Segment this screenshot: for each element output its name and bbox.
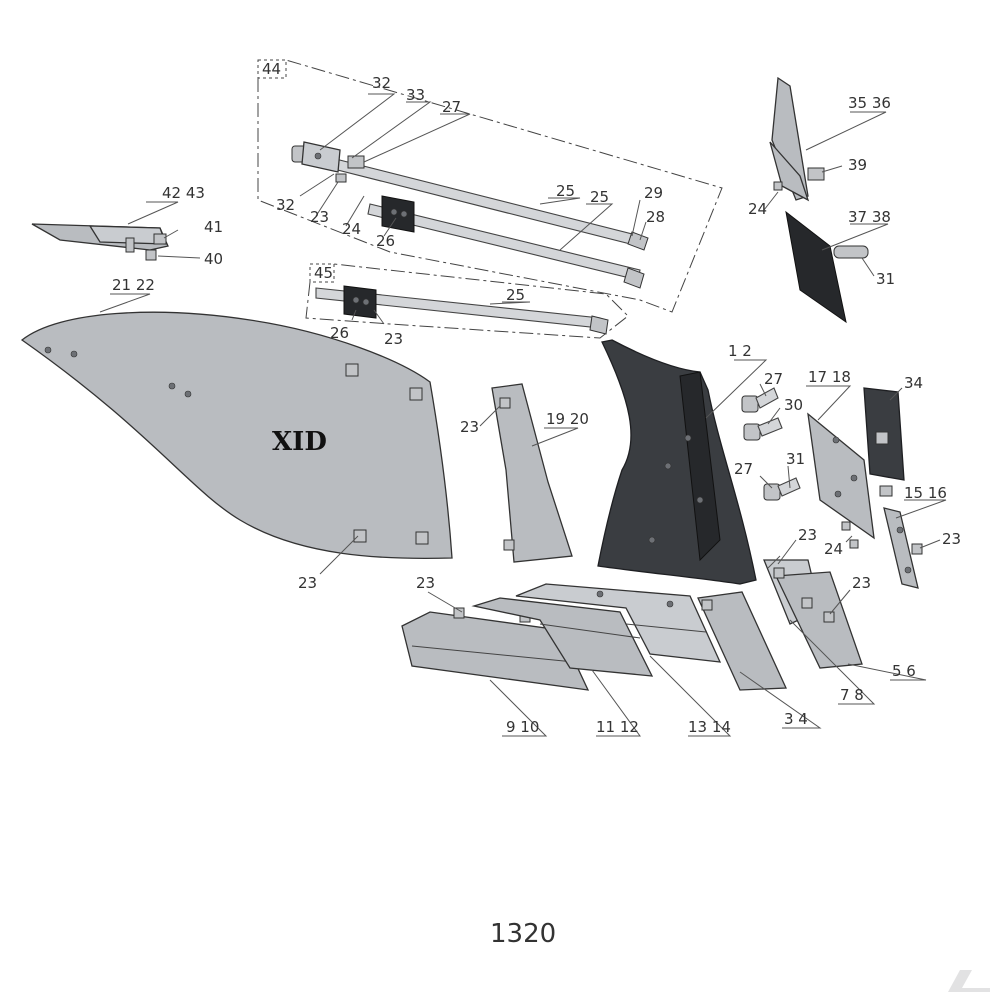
callout-39: 39	[848, 156, 867, 174]
callout-24: 24	[824, 540, 843, 558]
callout-25: 25	[590, 188, 609, 206]
callout-19-20: 19 20	[546, 410, 589, 428]
callout-24: 24	[342, 220, 361, 238]
mouldboard-21-22	[20, 311, 453, 560]
bolt-31-top	[833, 245, 869, 259]
callout-11-12: 11 12	[596, 718, 639, 736]
callout-28: 28	[646, 208, 665, 226]
bracket-17-18	[807, 412, 875, 540]
callout-25: 25	[506, 286, 525, 304]
tie-rod-25-lower	[315, 287, 609, 335]
callout-23: 23	[384, 330, 403, 348]
callout-26: 26	[376, 232, 395, 250]
point-5-6	[775, 571, 863, 669]
callout-32: 32	[372, 74, 391, 92]
callout-31: 31	[786, 450, 805, 468]
plate-19-20	[491, 383, 573, 563]
shin-42-43	[31, 223, 169, 261]
bolts-27-30-31	[741, 387, 923, 579]
callout-9-10: 9 10	[506, 718, 539, 736]
callout-27: 27	[734, 460, 753, 478]
callout-3-4: 3 4	[784, 710, 808, 728]
callout-15-16: 15 16	[904, 484, 947, 502]
callout-23: 23	[460, 418, 479, 436]
assembly-44-outline	[257, 59, 723, 313]
bracket-26-upper	[381, 195, 415, 233]
callout-27: 27	[764, 370, 783, 388]
callout-23: 23	[942, 530, 961, 548]
clevis-bracket-32	[301, 141, 365, 183]
tie-rod-25-middle	[367, 203, 645, 289]
leg-35-36	[769, 76, 825, 202]
leader-lines	[99, 93, 947, 737]
callout-27: 27	[442, 98, 461, 116]
share-3-4	[697, 591, 787, 691]
plate-15-16	[883, 507, 919, 589]
plate-34	[863, 387, 905, 481]
bracket-26-lower	[343, 285, 377, 319]
callout-33: 33	[406, 86, 425, 104]
callout-37-38: 37 38	[848, 208, 891, 226]
callout-34: 34	[904, 374, 923, 392]
callout-45: 45	[314, 264, 333, 282]
callout-35-36: 35 36	[848, 94, 891, 112]
assembly-45-outline	[305, 263, 629, 339]
figure-number: 1320	[490, 919, 556, 949]
tie-rod-25-upper	[291, 145, 649, 251]
callout-44: 44	[262, 60, 281, 78]
callout-13-14: 13 14	[688, 718, 731, 736]
callout-7-8: 7 8	[840, 686, 864, 704]
callout-41: 41	[204, 218, 223, 236]
callout-24: 24	[748, 200, 767, 218]
callout-31: 31	[876, 270, 895, 288]
callout-17-18: 17 18	[808, 368, 851, 386]
callout-1-2: 1 2	[728, 342, 752, 360]
callout-23: 23	[852, 574, 871, 592]
callout-5-6: 5 6	[892, 662, 916, 680]
frog-1-2	[597, 339, 757, 585]
callout-30: 30	[784, 396, 803, 414]
callout-29: 29	[644, 184, 663, 202]
callout-23: 23	[798, 526, 817, 544]
callout-26: 26	[330, 324, 349, 342]
share-11-12	[471, 597, 654, 677]
callout-32: 32	[276, 196, 295, 214]
plate-37-38	[785, 210, 847, 324]
callout-23: 23	[298, 574, 317, 592]
callout-25: 25	[556, 182, 575, 200]
callout-23: 23	[416, 574, 435, 592]
callout-40: 40	[204, 250, 223, 268]
brand-label: XID	[272, 427, 327, 457]
callout-23: 23	[310, 208, 329, 226]
callout-labels: 44 45 32 33 27 32 23 24 26 25 25 29 28 2…	[112, 60, 961, 736]
corner-logo	[948, 970, 990, 992]
share-13-14	[515, 583, 722, 663]
callout-42-43: 42 43	[162, 184, 205, 202]
callout-21-22: 21 22	[112, 276, 155, 294]
